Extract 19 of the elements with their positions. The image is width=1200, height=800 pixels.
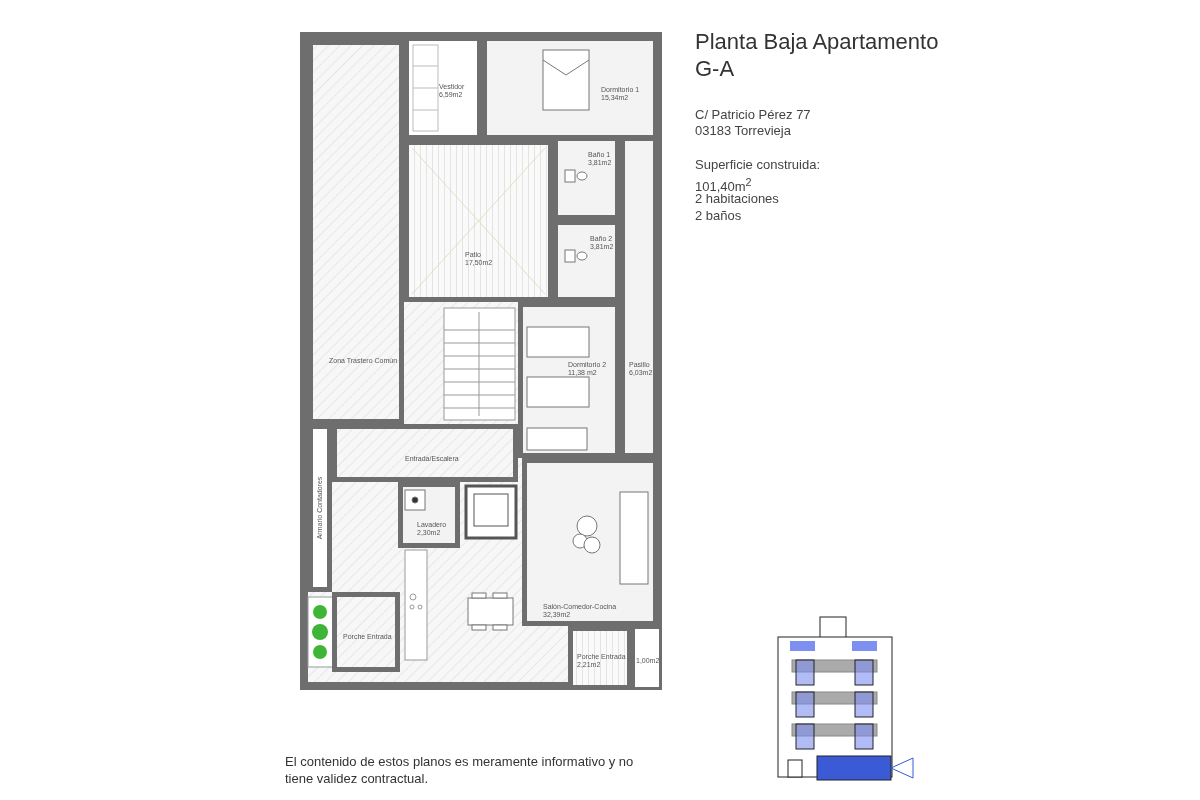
room-area [404,36,482,140]
room-area [308,40,404,424]
room-area [632,626,662,690]
address-text: C/ Patricio Pérez 77 [695,107,811,123]
disclaimer-note: El contenido de estos planos es meramente informativo y no tiene validez contractual. [285,753,635,787]
room-area [404,140,553,302]
room-area [522,458,658,626]
property-info-text: Superficie construida: [695,157,820,173]
address-text: 03183 Torrevieja [695,123,791,139]
room-area [332,424,518,482]
title: Planta Baja Apartamento G-A [695,28,940,82]
property-info-text: 2 baños [695,208,742,224]
room-area [398,482,460,548]
room-area [332,592,400,672]
room-area [308,424,332,592]
room-area [518,302,620,458]
room-area [568,626,632,690]
room-area [482,36,658,140]
room-area [553,220,620,302]
